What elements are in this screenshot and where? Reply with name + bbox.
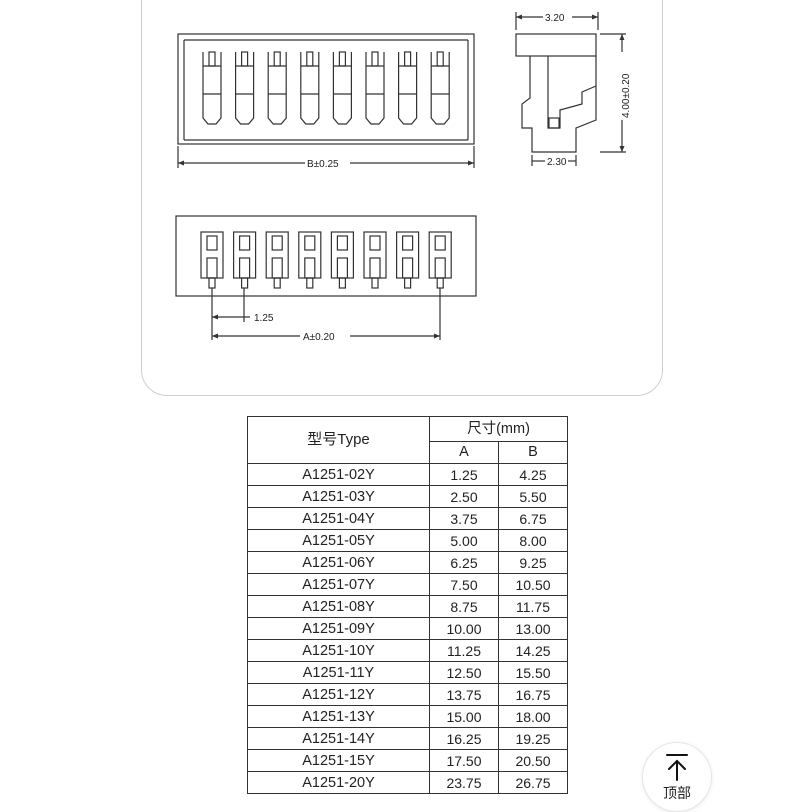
model-cell: A1251-20Y bbox=[247, 771, 430, 794]
dimension-a-cell: 2.50 bbox=[429, 485, 499, 508]
dimension-b-line bbox=[177, 146, 475, 168]
dimension-b-cell: 9.25 bbox=[497, 551, 569, 574]
dimension-b-cell: 16.75 bbox=[497, 683, 569, 706]
dimension-a-cell: 17.50 bbox=[429, 749, 499, 772]
model-cell: A1251-10Y bbox=[247, 639, 430, 662]
model-cell: A1251-04Y bbox=[247, 507, 430, 530]
dimension-a-label: A±0.20 bbox=[303, 332, 335, 343]
model-cell: A1251-03Y bbox=[247, 485, 430, 508]
dimension-b-cell: 26.75 bbox=[497, 771, 569, 794]
dimension-b-cell: 10.50 bbox=[497, 573, 569, 596]
model-cell: A1251-09Y bbox=[247, 617, 430, 640]
contact-slot bbox=[300, 51, 320, 125]
dimension-b-cell: 6.75 bbox=[497, 507, 569, 530]
model-cell: A1251-06Y bbox=[247, 551, 430, 574]
dimension-b-cell: 20.50 bbox=[497, 749, 569, 772]
dimension-height-label: 4.00±0.20 bbox=[621, 73, 632, 118]
side-view bbox=[515, 12, 626, 166]
pin-cavity bbox=[298, 231, 322, 289]
pin-cavity bbox=[200, 231, 224, 289]
dimension-a-cell: 13.75 bbox=[429, 683, 499, 706]
arrow-up-to-line-icon bbox=[666, 754, 688, 781]
pin-cavity bbox=[265, 231, 289, 289]
column-a-header: A bbox=[429, 440, 499, 465]
pin-cavity bbox=[428, 231, 452, 289]
dimension-b-cell: 5.50 bbox=[497, 485, 569, 508]
dimension-b-cell: 18.00 bbox=[497, 705, 569, 728]
dimension-a-lines bbox=[211, 288, 441, 340]
back-to-top-label: 顶部 bbox=[663, 786, 691, 802]
dimension-a-cell: 12.50 bbox=[429, 661, 499, 684]
front-slots bbox=[202, 51, 450, 125]
dimension-b-cell: 14.25 bbox=[497, 639, 569, 662]
dimension-a-cell: 6.25 bbox=[429, 551, 499, 574]
model-cell: A1251-15Y bbox=[247, 749, 430, 772]
bottom-pins bbox=[200, 231, 452, 289]
connector-technical-drawing: B±0.25 3.20 2.30 4.00±0.20 1.25 A±0.20 bbox=[175, 12, 632, 343]
model-cell: A1251-13Y bbox=[247, 705, 430, 728]
contact-slot bbox=[267, 51, 287, 125]
dimension-a-cell: 23.75 bbox=[429, 771, 499, 794]
model-cell: A1251-05Y bbox=[247, 529, 430, 552]
front-view bbox=[177, 33, 475, 145]
dimension-a-cell: 11.25 bbox=[429, 639, 499, 662]
dimension-b-cell: 8.00 bbox=[497, 529, 569, 552]
contact-slot bbox=[202, 51, 222, 125]
dimension-b-label: B±0.25 bbox=[307, 159, 339, 170]
dimension-a-cell: 1.25 bbox=[429, 463, 499, 486]
contact-slot bbox=[398, 51, 418, 125]
dimension-pitch-label: 1.25 bbox=[254, 313, 274, 324]
pin-cavity bbox=[396, 231, 420, 289]
column-b-header: B bbox=[497, 440, 569, 465]
pin-cavity bbox=[233, 231, 257, 289]
dimension-a-cell: 8.75 bbox=[429, 595, 499, 618]
dimension-depth-label: 2.30 bbox=[547, 157, 567, 168]
model-cell: A1251-07Y bbox=[247, 573, 430, 596]
dimension-a-cell: 5.00 bbox=[429, 529, 499, 552]
contact-slot bbox=[332, 51, 352, 125]
bottom-view bbox=[175, 215, 477, 297]
contact-slot bbox=[365, 51, 385, 125]
dimension-a-cell: 16.25 bbox=[429, 727, 499, 750]
model-cell: A1251-08Y bbox=[247, 595, 430, 618]
dimension-width-label: 3.20 bbox=[545, 13, 565, 24]
dimension-a-cell: 10.00 bbox=[429, 617, 499, 640]
dimension-a-cell: 15.00 bbox=[429, 705, 499, 728]
dimension-b-cell: 4.25 bbox=[497, 463, 569, 486]
dimension-b-cell: 19.25 bbox=[497, 727, 569, 750]
dimension-a-cell: 7.50 bbox=[429, 573, 499, 596]
model-cell: A1251-14Y bbox=[247, 727, 430, 750]
contact-slot bbox=[430, 51, 450, 125]
model-cell: A1251-02Y bbox=[247, 463, 430, 486]
dimension-header: 尺寸(mm) bbox=[428, 416, 569, 442]
dimension-b-cell: 13.00 bbox=[497, 617, 569, 640]
dimension-b-cell: 11.75 bbox=[497, 595, 569, 618]
dimension-a-cell: 3.75 bbox=[429, 507, 499, 530]
type-header: 型号Type bbox=[247, 416, 430, 464]
model-cell: A1251-11Y bbox=[247, 661, 430, 684]
pin-cavity bbox=[363, 231, 387, 289]
back-to-top-button[interactable]: 顶部 bbox=[642, 742, 712, 812]
model-cell: A1251-12Y bbox=[247, 683, 430, 706]
pin-cavity bbox=[330, 231, 354, 289]
contact-slot bbox=[235, 51, 255, 125]
dimension-b-cell: 15.50 bbox=[497, 661, 569, 684]
